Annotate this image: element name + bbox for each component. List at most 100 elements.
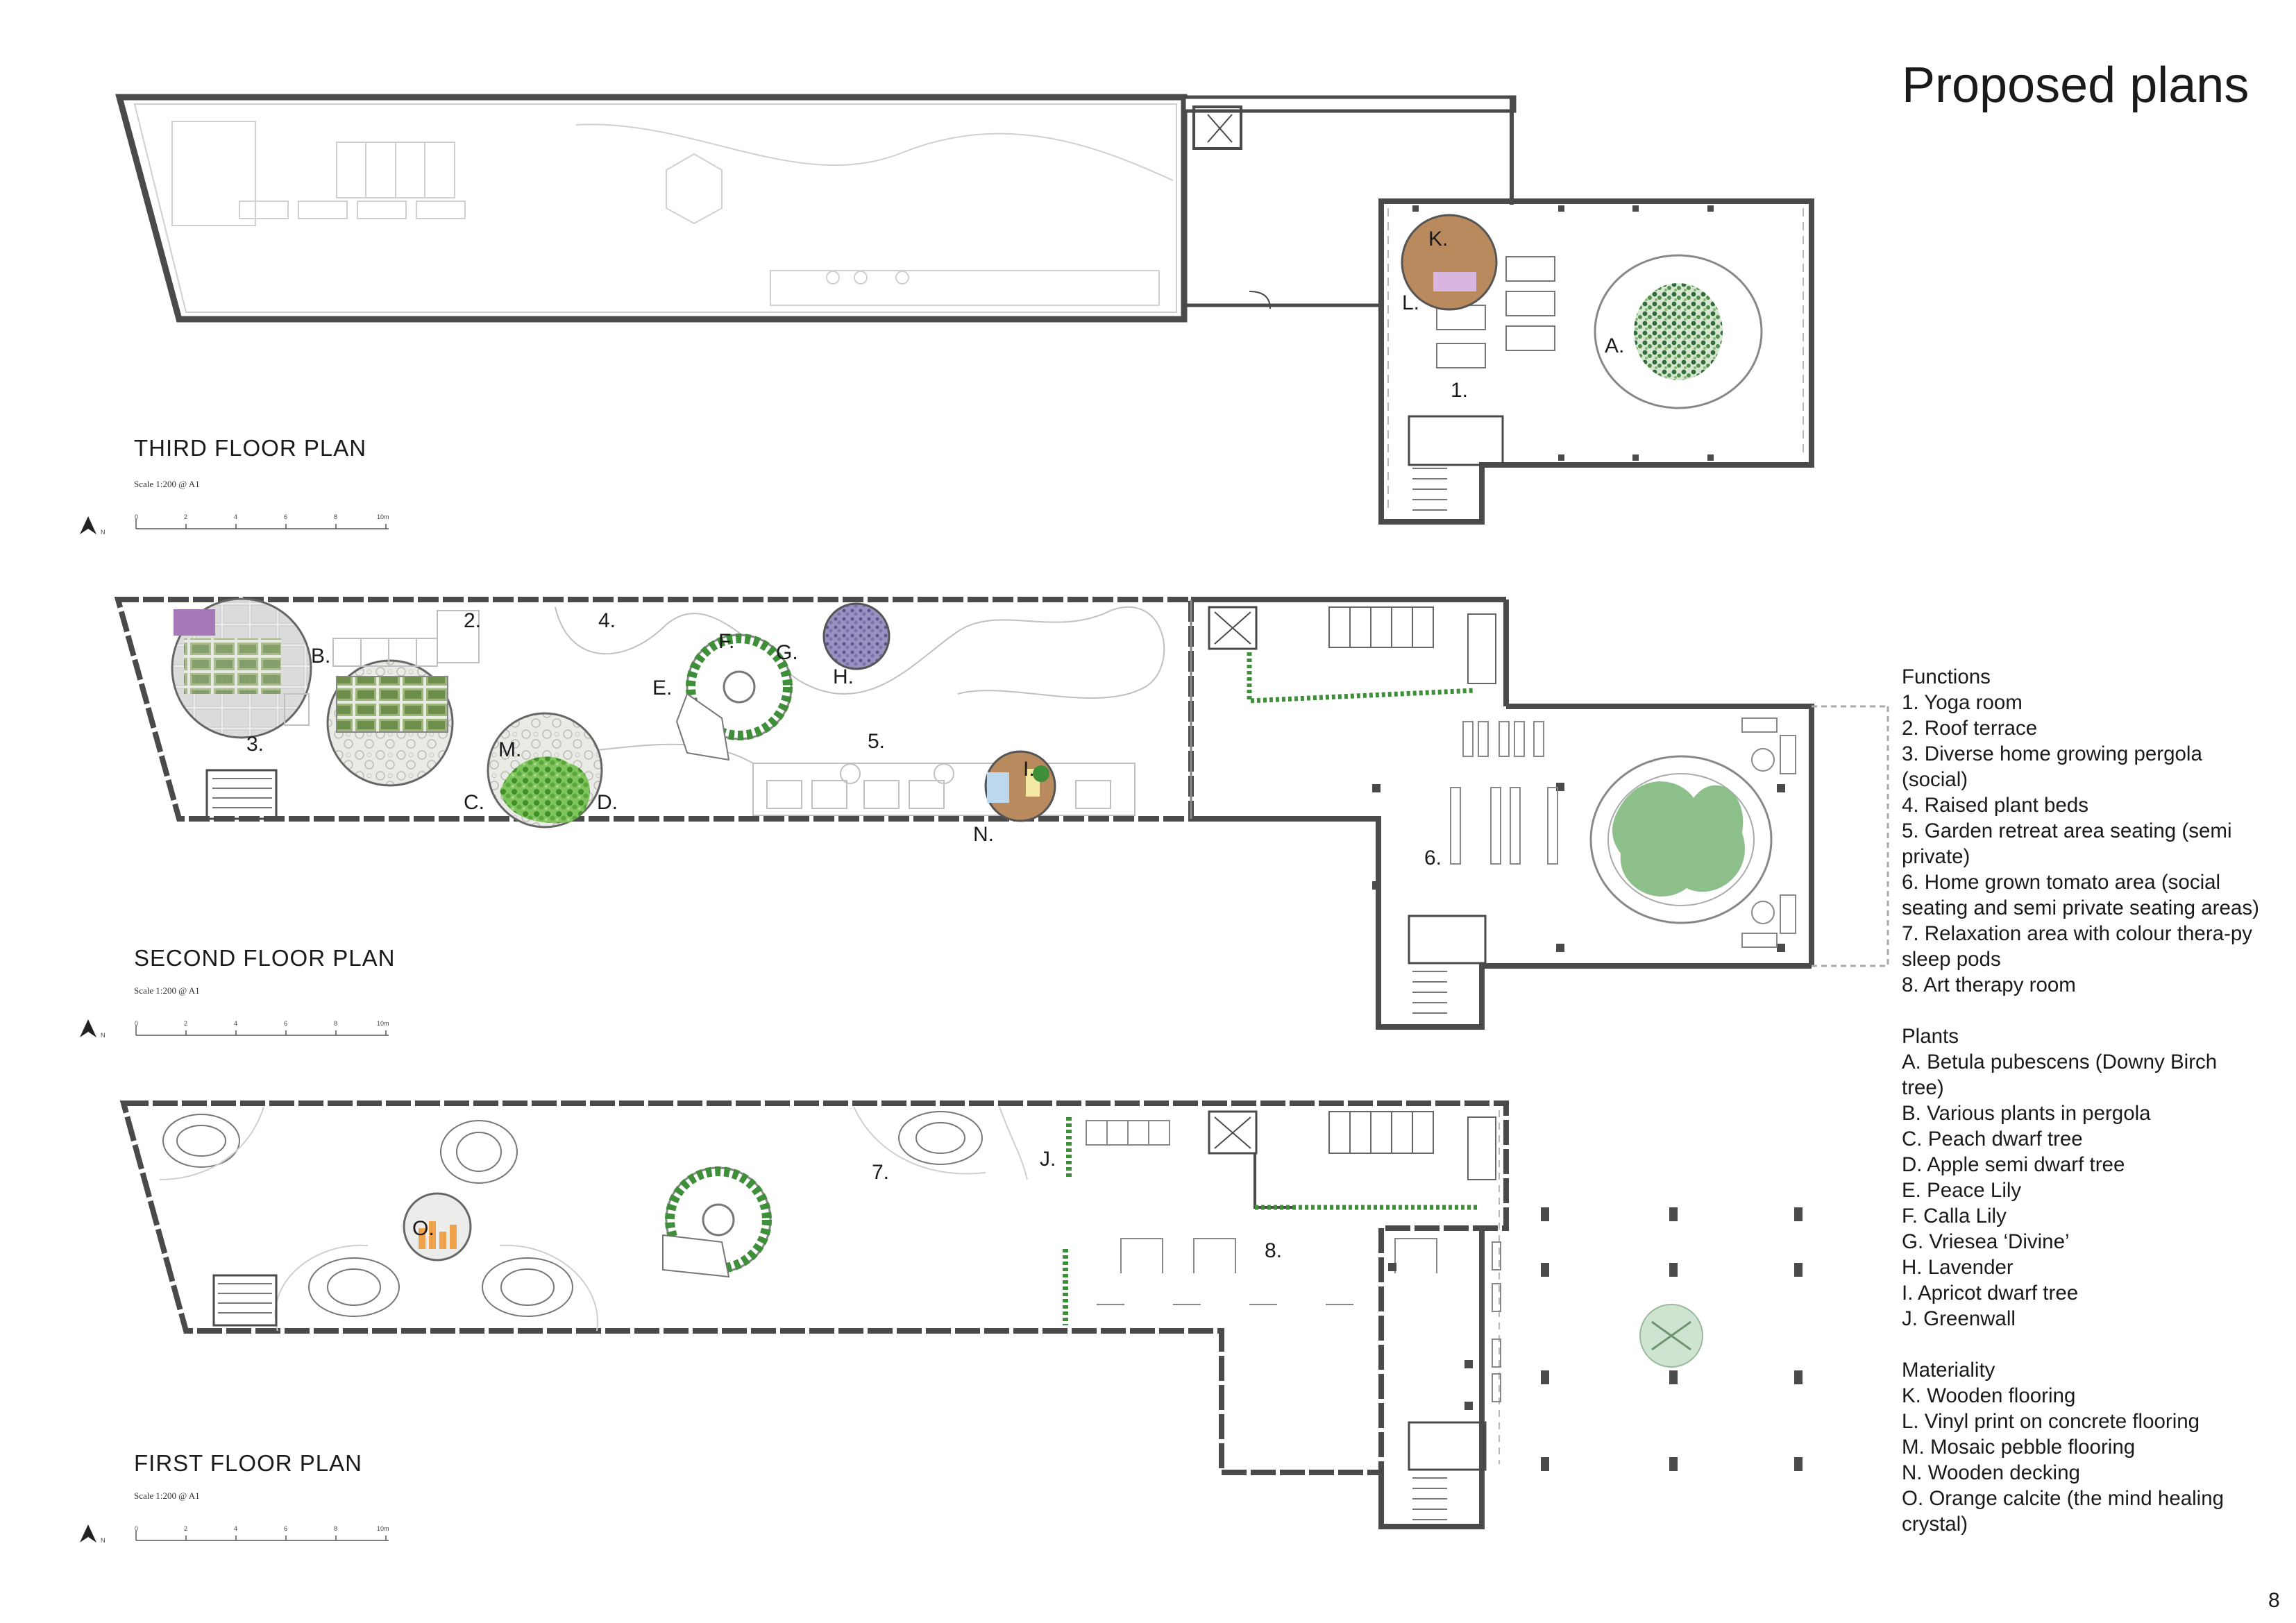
tag-1: 1. bbox=[1451, 379, 1468, 402]
second-floor-scale-labels: 0 2 4 6 8 10m bbox=[135, 1020, 389, 1027]
first-floor-spiral-stair bbox=[662, 1166, 772, 1278]
legend-functions-heading: Functions bbox=[1902, 665, 1991, 688]
legend-item: D. Apple semi dwarf tree bbox=[1902, 1153, 2125, 1176]
legend-item: 6. Home grown tomato area (social seatin… bbox=[1902, 871, 2259, 919]
legend-item: 5. Garden retreat area seating (semi pri… bbox=[1902, 819, 2232, 868]
tag-8: 8. bbox=[1265, 1239, 1282, 1262]
legend-item: O. Orange calcite (the mind healing crys… bbox=[1902, 1487, 2225, 1536]
tag-5: 5. bbox=[868, 730, 885, 753]
tag-N: N. bbox=[973, 823, 994, 846]
page-number: 8 bbox=[2268, 1589, 2280, 1612]
legend-plants-heading: Plants bbox=[1902, 1025, 1959, 1048]
svg-text:0: 0 bbox=[135, 1525, 138, 1532]
svg-text:6: 6 bbox=[284, 513, 287, 520]
legend-item: 3. Diverse home growing pergola (social) bbox=[1902, 742, 2202, 791]
third-floor-scale-note: Scale 1:200 @ A1 bbox=[134, 479, 200, 489]
lavender-circle bbox=[822, 602, 890, 670]
tag-L: L. bbox=[1402, 291, 1419, 314]
svg-text:2: 2 bbox=[184, 1020, 187, 1027]
second-floor-greenwall bbox=[1247, 652, 1476, 704]
page-title: Proposed plans bbox=[1902, 58, 2249, 113]
third-floor-outline bbox=[115, 94, 1188, 323]
tomato-area-seating bbox=[1450, 717, 1796, 948]
tag-A: A. bbox=[1605, 334, 1624, 357]
svg-text:6: 6 bbox=[284, 1020, 287, 1027]
second-floor-north-arrow: N bbox=[80, 1019, 105, 1039]
svg-text:6: 6 bbox=[284, 1525, 287, 1532]
second-floor-wc-cubicles bbox=[1328, 606, 1496, 684]
svg-text:4: 4 bbox=[234, 1525, 237, 1532]
vinyl-flooring-swatch bbox=[1433, 272, 1476, 291]
legend-item: 7. Relaxation area with colour thera-py … bbox=[1902, 922, 2253, 971]
svg-text:2: 2 bbox=[184, 1525, 187, 1532]
legend-item: N. Wooden decking bbox=[1902, 1461, 2080, 1484]
tag-G: G. bbox=[776, 641, 798, 664]
legend-item: 1. Yoga room bbox=[1902, 691, 2023, 714]
svg-text:8: 8 bbox=[334, 1020, 337, 1027]
first-floor-scale-labels: 0 2 4 6 8 10m bbox=[135, 1525, 389, 1532]
legend-item: G. Vriesea ‘Divine’ bbox=[1902, 1230, 2070, 1253]
third-floor-scale-bar bbox=[135, 519, 389, 529]
sleep-pods bbox=[162, 1111, 983, 1317]
svg-text:N: N bbox=[101, 1537, 105, 1544]
second-floor-spiral-stair bbox=[675, 634, 793, 761]
tag-3: 3. bbox=[246, 733, 264, 756]
third-floor-scale-labels: 0 2 4 6 8 10m bbox=[135, 513, 389, 520]
second-floor-scale-bar bbox=[135, 1026, 389, 1036]
courtyard-columns bbox=[1388, 1207, 1803, 1471]
legend-item: I. Apricot dwarf tree bbox=[1902, 1282, 2079, 1305]
second-floor-title: SECOND FLOOR PLAN bbox=[134, 945, 396, 971]
tag-M: M. bbox=[498, 738, 521, 761]
tag-C: C. bbox=[464, 791, 484, 814]
svg-text:8: 8 bbox=[334, 513, 337, 520]
legend-materiality-list: K. Wooden flooring L. Vinyl print on con… bbox=[1902, 1383, 2263, 1537]
first-floor-outline bbox=[119, 1101, 1509, 1475]
art-therapy-furniture bbox=[1086, 1120, 1501, 1402]
tag-H: H. bbox=[833, 665, 854, 688]
birch-tree-canopy bbox=[1634, 283, 1723, 380]
legend-item: C. Peach dwarf tree bbox=[1902, 1128, 2083, 1150]
svg-text:8: 8 bbox=[334, 1525, 337, 1532]
legend-item: E. Peace Lily bbox=[1902, 1179, 2022, 1202]
svg-text:0: 0 bbox=[135, 513, 138, 520]
first-floor-scale-note: Scale 1:200 @ A1 bbox=[134, 1490, 200, 1501]
legend-item: L. Vinyl print on concrete flooring bbox=[1902, 1410, 2200, 1433]
tag-I: I. bbox=[1023, 758, 1035, 781]
tag-F: F. bbox=[718, 630, 734, 653]
tag-6: 6. bbox=[1424, 847, 1442, 869]
svg-text:10m: 10m bbox=[377, 513, 389, 520]
tag-4: 4. bbox=[598, 609, 616, 632]
tag-O: O. bbox=[412, 1217, 434, 1240]
legend-item: F. Calla Lily bbox=[1902, 1205, 2007, 1227]
svg-text:4: 4 bbox=[234, 513, 237, 520]
legend: Functions 1. Yoga room 2. Roof terrace 3… bbox=[1902, 664, 2263, 1563]
tomato-greenery bbox=[1612, 781, 1745, 897]
tag-B: B. bbox=[311, 645, 330, 668]
tag-K: K. bbox=[1428, 228, 1448, 250]
legend-item: K. Wooden flooring bbox=[1902, 1384, 2076, 1407]
svg-text:N: N bbox=[101, 1032, 105, 1039]
legend-item: A. Betula pubescens (Downy Birch tree) bbox=[1902, 1051, 2218, 1099]
legend-item: 8. Art therapy room bbox=[1902, 974, 2076, 996]
orange-calcite-crystals bbox=[419, 1221, 457, 1249]
legend-functions-list: 1. Yoga room 2. Roof terrace 3. Diverse … bbox=[1902, 690, 2263, 998]
first-floor-scale-bar bbox=[135, 1531, 389, 1541]
legend-item: M. Mosaic pebble flooring bbox=[1902, 1436, 2136, 1459]
tag-2: 2. bbox=[464, 609, 481, 632]
first-floor-north-arrow: N bbox=[80, 1524, 105, 1544]
third-floor-title: THIRD FLOOR PLAN bbox=[134, 435, 367, 461]
tag-7: 7. bbox=[872, 1161, 889, 1184]
legend-item: B. Various plants in pergola bbox=[1902, 1102, 2151, 1125]
svg-text:10m: 10m bbox=[377, 1525, 389, 1532]
svg-text:N: N bbox=[101, 529, 105, 536]
tag-J: J. bbox=[1040, 1148, 1056, 1171]
svg-text:4: 4 bbox=[234, 1020, 237, 1027]
third-floor-north-arrow: N bbox=[80, 516, 105, 536]
first-floor-wc-cubicles bbox=[1328, 1111, 1496, 1180]
tag-D: D. bbox=[597, 791, 618, 814]
svg-text:2: 2 bbox=[184, 513, 187, 520]
first-floor-plan bbox=[119, 1101, 1803, 1529]
svg-text:10m: 10m bbox=[377, 1020, 389, 1027]
second-floor-plan bbox=[114, 597, 1889, 1030]
